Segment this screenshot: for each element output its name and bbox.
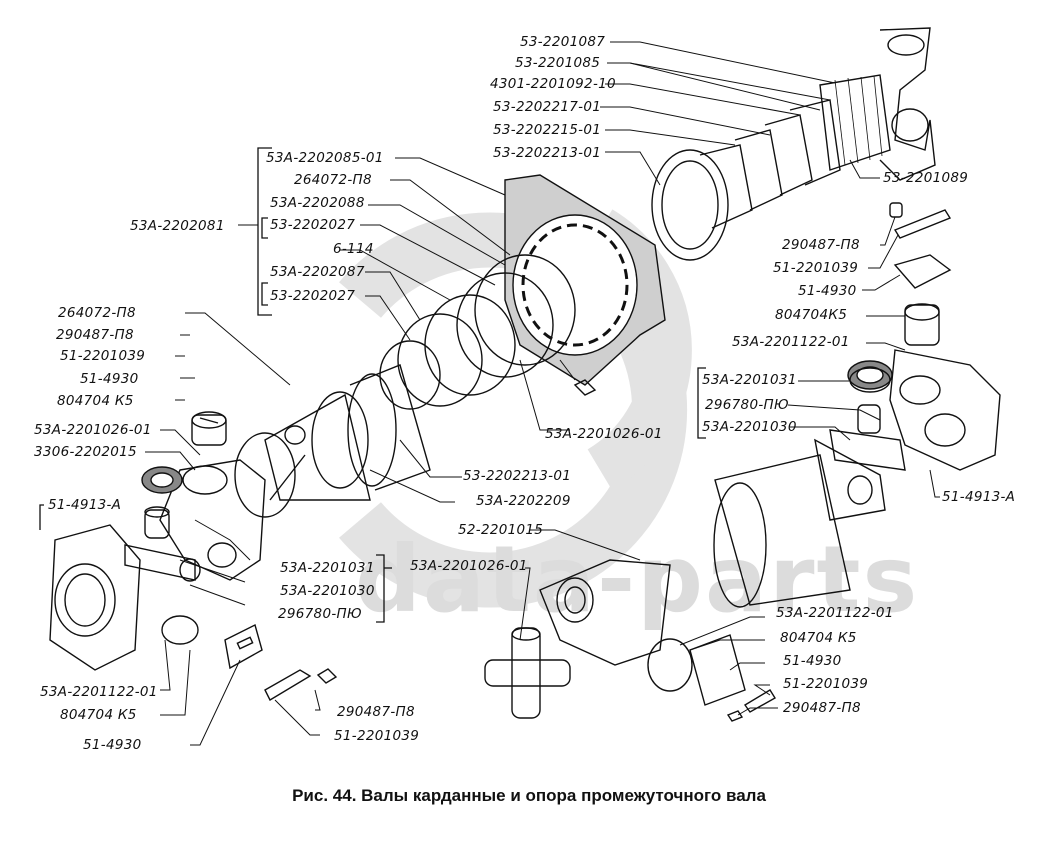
label-51-2201039-left: 51-2201039 <box>60 348 146 364</box>
support-bearing-drawing <box>379 174 666 410</box>
label-53-2202027-b: 53-2202027 <box>270 288 356 304</box>
label-804704k5-right: 804704К5 <box>775 307 848 323</box>
label-4301-2201092-10: 4301-2201092-10 <box>490 76 616 92</box>
label-53a-2201031-left: 53А-2201031 <box>280 560 375 576</box>
label-53a-2201026-01-right: 53А-2201026-01 <box>545 426 663 442</box>
label-290487-p8-right: 290487-П8 <box>782 237 860 253</box>
label-53a-2202209: 53А-2202209 <box>476 493 571 509</box>
label-51-2201039-right: 51-2201039 <box>773 260 859 276</box>
brackets <box>39 147 706 623</box>
label-290487-p8-left: 290487-П8 <box>56 327 134 343</box>
label-51-4930-left: 51-4930 <box>80 371 139 387</box>
label-53-2202213-01: 53-2202213-01 <box>493 145 602 161</box>
left-shaft-drawing <box>234 364 431 518</box>
label-53a-2201030-left: 53А-2201030 <box>280 583 375 599</box>
label-3306-2202015: 3306-2202015 <box>34 444 137 460</box>
right-bottom-parts-drawing <box>647 634 776 722</box>
label-53a-2201030-right: 53А-2201030 <box>702 419 797 435</box>
watermark-text: data-parts <box>355 526 920 633</box>
label-53-2201087: 53-2201087 <box>520 34 606 50</box>
label-53a-2202085-01: 53А-2202085-01 <box>266 150 384 166</box>
label-264072-p8-left: 264072-П8 <box>58 305 136 321</box>
label-296780-pyu-left: 296780-ПЮ <box>278 606 362 622</box>
label-53a-2201122-01-bottom-right: 53А-2201122-01 <box>776 605 894 621</box>
label-804704-k5-left: 804704 К5 <box>57 393 134 409</box>
label-804704-k5-bottom-left: 804704 К5 <box>60 707 137 723</box>
label-51-4930-right: 51-4930 <box>798 283 857 299</box>
label-53a-2201122-01-bottom-left: 53А-2201122-01 <box>40 684 158 700</box>
label-53-2202213-01-mid: 53-2202213-01 <box>463 468 572 484</box>
label-53-2202217-01: 53-2202217-01 <box>493 99 602 115</box>
label-support-assembly: 53А-2202081 <box>130 218 225 234</box>
label-804704-k5-bottom-right: 804704 К5 <box>780 630 857 646</box>
label-6-114: 6-114 <box>333 241 374 257</box>
label-53-2201085: 53-2201085 <box>515 55 601 71</box>
right-flange-drawing <box>829 303 1001 471</box>
label-53-2201089: 53-2201089 <box>883 170 969 186</box>
figure-caption: Рис. 44. Валы карданные и опора промежут… <box>292 786 766 805</box>
label-296780-pyu-right: 296780-ПЮ <box>705 397 789 413</box>
label-53a-2201026-01-bottom: 53А-2201026-01 <box>410 558 528 574</box>
bottom-spider-drawing <box>484 627 571 719</box>
label-51-4913-a-left: 51-4913-А <box>48 497 122 513</box>
label-290487-p8-bottom: 290487-П8 <box>337 704 415 720</box>
label-51-2201039-bottom: 51-2201039 <box>334 728 420 744</box>
label-53a-2201031-right: 53А-2201031 <box>702 372 797 388</box>
left-spider-flange-drawing <box>49 506 338 701</box>
label-290487-p8-bottom-right: 290487-П8 <box>783 700 861 716</box>
label-53-2202215-01: 53-2202215-01 <box>493 122 602 138</box>
leader-lines <box>145 41 940 746</box>
label-51-4930-bottom-right: 51-4930 <box>783 653 842 669</box>
label-53a-2202087: 53А-2202087 <box>270 264 365 280</box>
label-51-4930-bottom-left: 51-4930 <box>83 737 142 753</box>
label-264072-p8-top: 264072-П8 <box>294 172 372 188</box>
label-53a-2202088: 53А-2202088 <box>270 195 365 211</box>
label-51-2201039-bottom-right: 51-2201039 <box>783 676 869 692</box>
label-52-2201015: 52-2201015 <box>458 522 544 538</box>
label-51-4913-a-right: 51-4913-А <box>942 489 1016 505</box>
label-53-2202027-a: 53-2202027 <box>270 217 356 233</box>
left-yoke-drawing <box>141 411 266 581</box>
label-53a-2201026-01-left: 53А-2201026-01 <box>34 422 152 438</box>
top-yoke-drawing <box>651 27 936 261</box>
label-53a-2201122-01-right: 53А-2201122-01 <box>732 334 850 350</box>
